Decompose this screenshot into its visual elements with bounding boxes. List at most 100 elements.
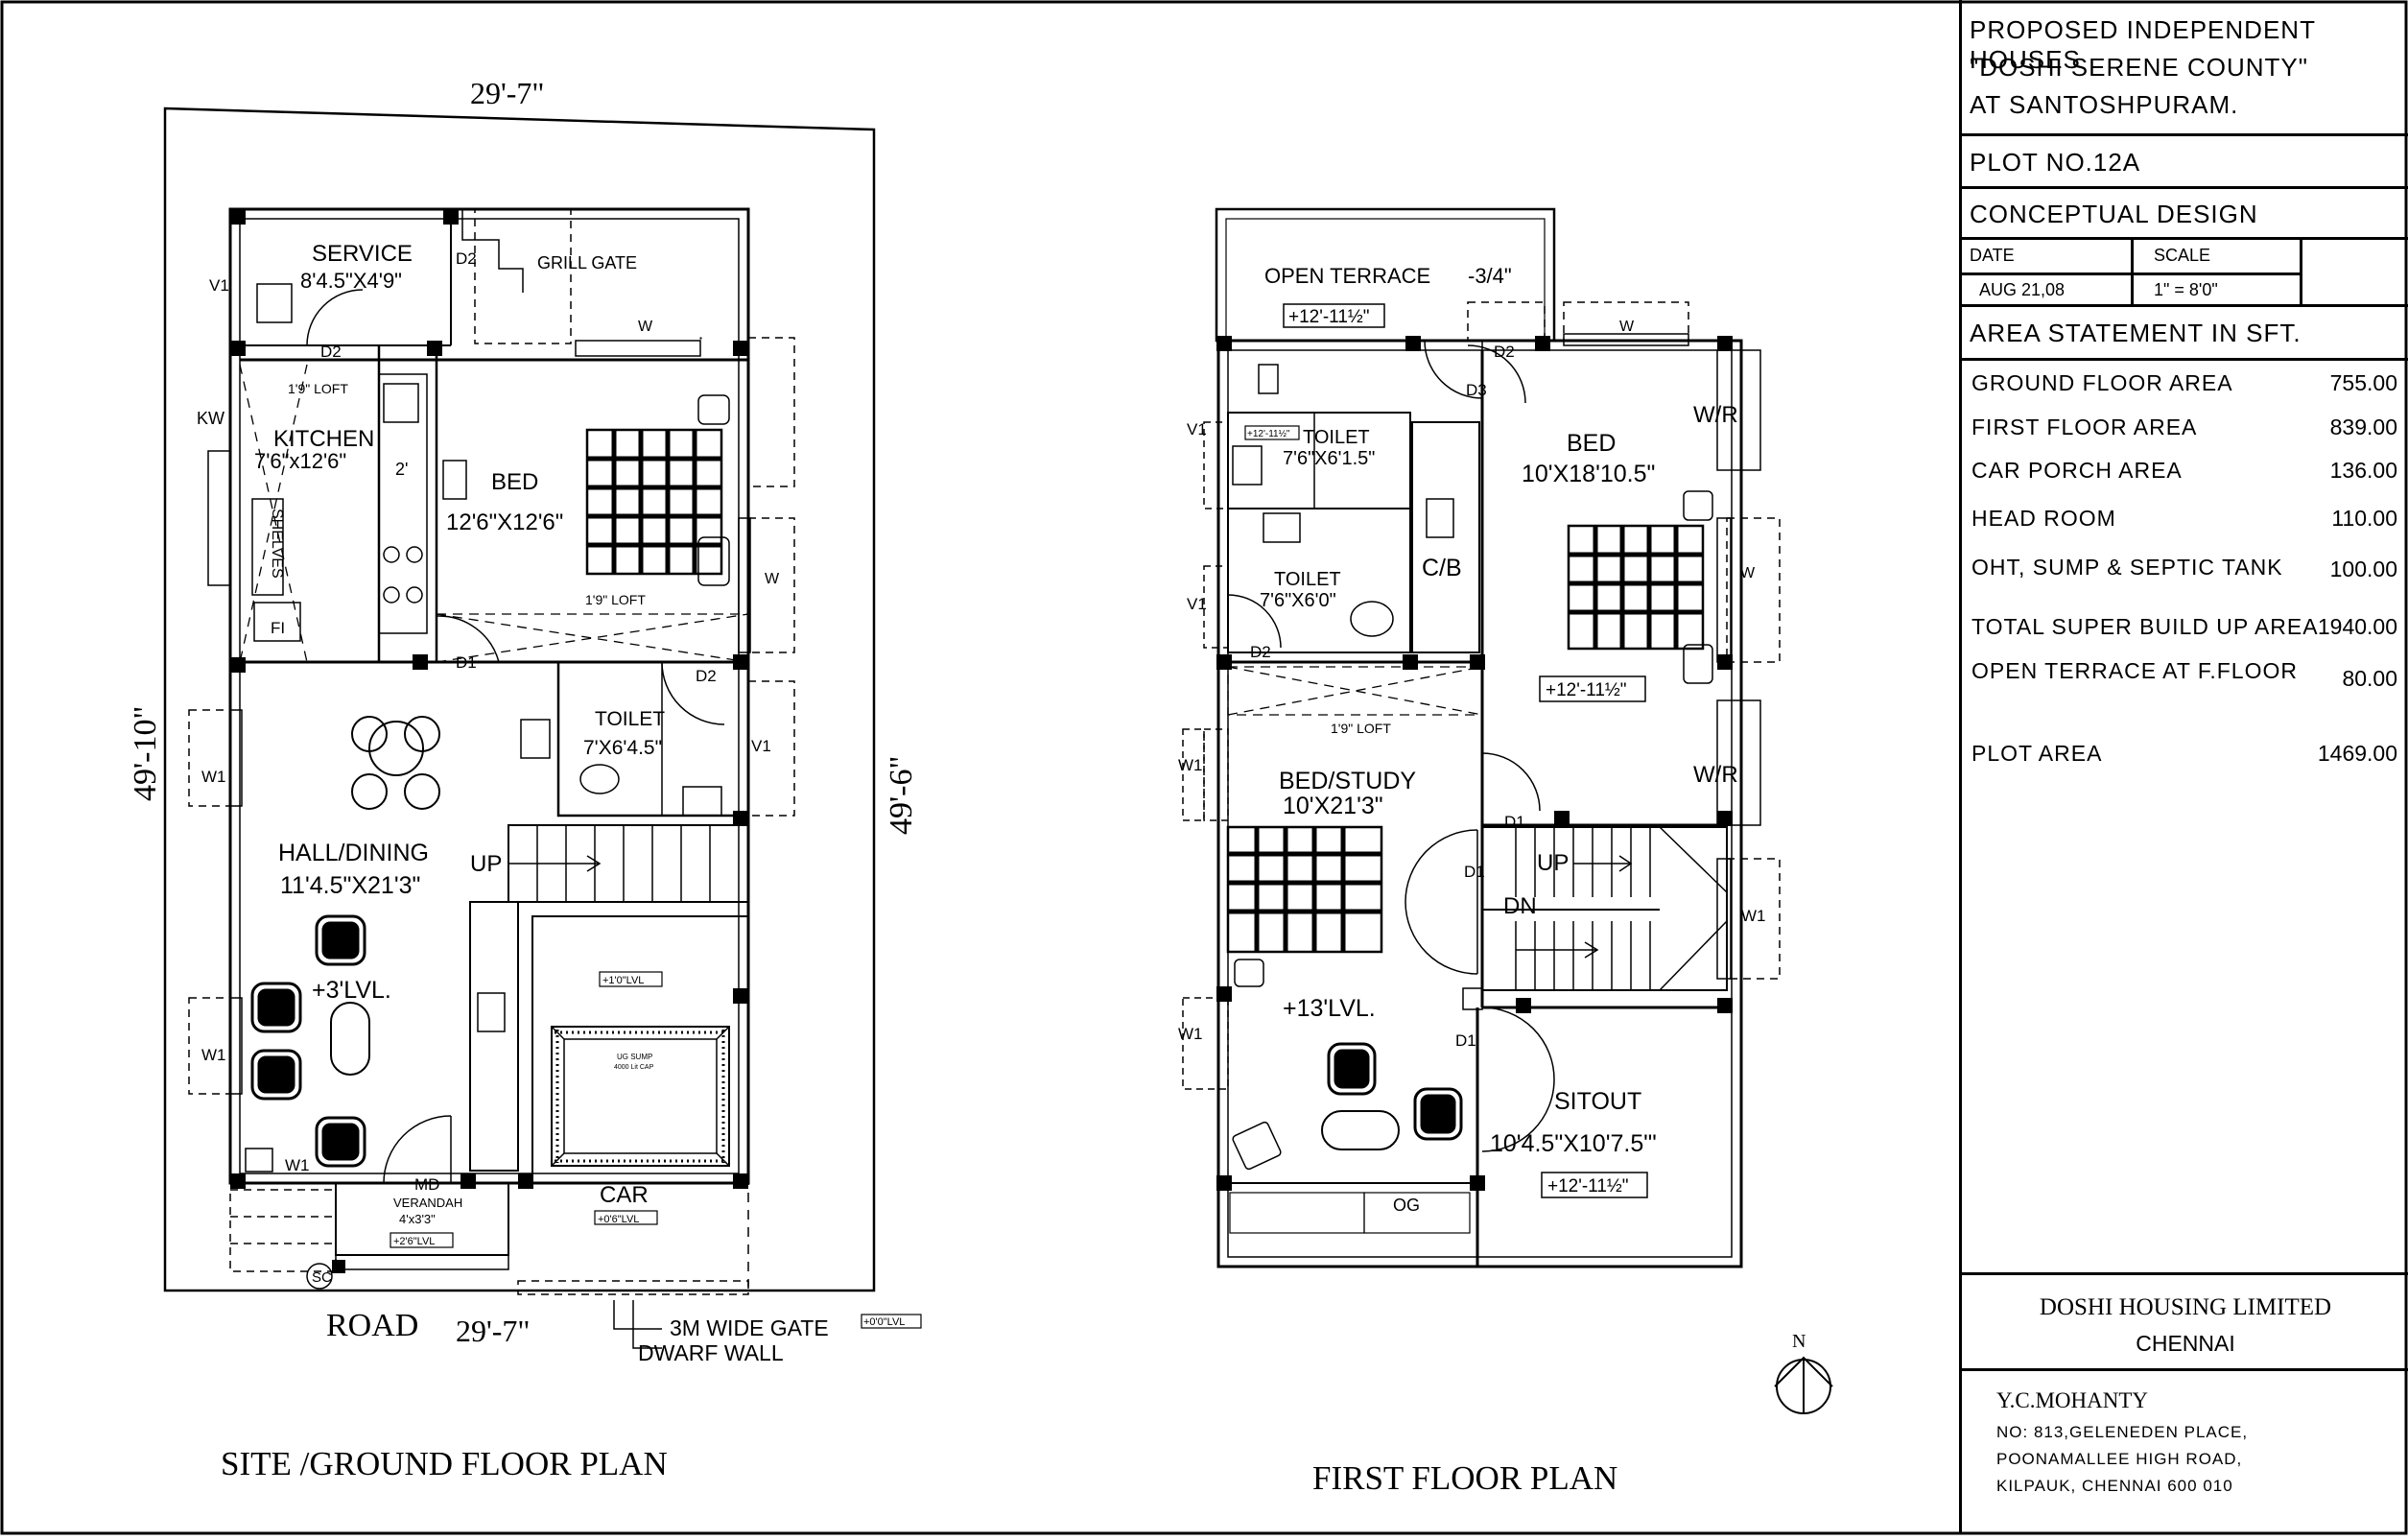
toilet-label: TOILET xyxy=(595,708,665,730)
ff-toilet2-dim: 7'6"X6'0" xyxy=(1260,590,1336,611)
gf-w1c-label: W1 xyxy=(285,1156,310,1174)
company-row: DOSHI HOUSING LIMITED CHENNAI xyxy=(1962,1275,2408,1371)
ff-up-label: UP xyxy=(1537,850,1569,876)
ff-level: +13'LVL. xyxy=(1283,995,1376,1022)
area-label-4: HEAD ROOM xyxy=(1971,506,2116,531)
gf-w1b-label: W1 xyxy=(201,1046,226,1064)
scale-value: 1" = 8'0" xyxy=(2154,280,2218,299)
project-line-2: "DOSHI SERENE COUNTY" xyxy=(1970,53,2308,82)
gf-w-label: W xyxy=(638,319,653,335)
kitchen-label: KITCHEN xyxy=(273,426,374,452)
north-arrow-icon xyxy=(1774,1356,1833,1414)
design-label: CONCEPTUAL DESIGN xyxy=(1970,200,2258,228)
plot-boundary xyxy=(163,107,876,1292)
scale-label: SCALE xyxy=(2154,246,2211,265)
gf-w-right-label: W xyxy=(765,571,780,587)
plot-number: PLOT NO.12A xyxy=(1970,148,2141,177)
car-label: CAR xyxy=(600,1182,649,1208)
bed-dim: 12'6"X12'6" xyxy=(446,509,563,535)
gate-label: 3M WIDE GATE xyxy=(670,1315,829,1340)
ff-w-top-label: W xyxy=(1619,319,1635,335)
wr2-label: W/R xyxy=(1693,762,1738,788)
og-label: OG xyxy=(1393,1196,1420,1215)
area-label-8: PLOT AREA xyxy=(1971,741,2103,766)
study-dim: 10'X21'3" xyxy=(1283,793,1383,819)
ff-v1a-label: V1 xyxy=(1187,420,1207,438)
car-level: +0'6"LVL xyxy=(598,1214,639,1225)
ff-d2a-label: D2 xyxy=(1250,643,1271,661)
loft-dim: 2' xyxy=(395,460,408,479)
gf-d1-label: D1 xyxy=(456,653,477,672)
gf-v1b-label: V1 xyxy=(751,737,771,755)
ff-v1b-label: V1 xyxy=(1187,595,1207,613)
area-heading: AREA STATEMENT IN SFT. xyxy=(1970,319,2302,347)
md-label: MD xyxy=(414,1175,439,1194)
verandah-dim: 4'x3'3" xyxy=(399,1212,436,1226)
gf-v1-label: V1 xyxy=(209,276,229,295)
plot-width-bottom: 29'-7" xyxy=(456,1314,530,1348)
first-floor-labels: OPEN TERRACE -3/4" +12'-11½" TOILET 7'6"… xyxy=(1178,264,1766,1497)
area-value-4: 110.00 xyxy=(2331,506,2397,531)
ff-w1b-label: W1 xyxy=(1178,1025,1203,1043)
area-value-5: 100.00 xyxy=(2329,557,2397,581)
ff-d1a-label: D1 xyxy=(1504,813,1525,831)
ff-bed-label: BED xyxy=(1567,430,1616,457)
loft-label-2: 1'9" LOFT xyxy=(585,592,646,607)
area-value-1: 755.00 xyxy=(2329,370,2397,395)
area-value-8: 1469.00 xyxy=(2317,741,2397,766)
area-label-2: FIRST FLOOR AREA xyxy=(1971,415,2198,439)
ground-floor-plan xyxy=(163,107,876,1349)
gf-level: +3'LVL. xyxy=(312,977,391,1004)
terrace-slope: -3/4" xyxy=(1468,264,1512,288)
area-value-2: 839.00 xyxy=(2329,415,2397,439)
area-statement: GROUND FLOOR AREA 755.00 FIRST FLOOR ARE… xyxy=(1962,361,2408,1275)
gf-d2b-label: D2 xyxy=(456,249,477,268)
north-label: N xyxy=(1792,1331,1806,1352)
sump-label: UG SUMP xyxy=(617,1053,652,1061)
grill-gate-label: GRILL GATE xyxy=(537,253,637,272)
area-value-6: 1940.00 xyxy=(2317,614,2397,639)
project-line-1: PROPOSED INDEPENDENT HOUSES xyxy=(1970,15,2316,74)
project-title-block: PROPOSED INDEPENDENT HOUSES "DOSHI SEREN… xyxy=(1962,0,2408,136)
company-name: DOSHI HOUSING LIMITED xyxy=(2039,1294,2332,1320)
ff-toilet2-label: TOILET xyxy=(1274,569,1341,590)
kw-label: KW xyxy=(197,409,224,428)
ff-bed-dim: 10'X18'10.5" xyxy=(1522,461,1655,487)
ff-d3-label: D3 xyxy=(1466,381,1487,399)
hall-dim: 11'4.5"X21'3" xyxy=(280,872,420,899)
gf-d2-label: D2 xyxy=(320,343,342,361)
gf-up-label: UP xyxy=(470,851,502,877)
area-label-3: CAR PORCH AREA xyxy=(1971,458,2183,483)
area-heading-row: AREA STATEMENT IN SFT. xyxy=(1962,307,2408,361)
sump-level: +1'0"LVL xyxy=(602,975,644,986)
address-line-3: KILPAUK, CHENNAI 600 010 xyxy=(1996,1477,2233,1495)
address-line-1: NO: 813,GELENEDEN PLACE, xyxy=(1996,1423,2249,1441)
area-label-1: GROUND FLOOR AREA xyxy=(1971,370,2233,395)
date-scale-row: DATE SCALE AUG 21,08 1" = 8'0" xyxy=(1962,240,2408,307)
area-label-7: OPEN TERRACE AT F.FLOOR xyxy=(1971,658,2298,683)
ff-dn-label: DN xyxy=(1503,893,1537,919)
ground-floor-caption: SITE /GROUND FLOOR PLAN xyxy=(221,1445,668,1482)
cb-label: C/B xyxy=(1422,555,1462,581)
verandah-level: +2'6"LVL xyxy=(393,1236,435,1247)
first-floor-caption: FIRST FLOOR PLAN xyxy=(1312,1459,1617,1497)
plot-row: PLOT NO.12A xyxy=(1962,136,2408,189)
date-value: AUG 21,08 xyxy=(1979,280,2066,299)
area-value-3: 136.00 xyxy=(2329,458,2397,483)
verandah-label: VERANDAH xyxy=(393,1196,462,1210)
plot-left-depth: 49'-10" xyxy=(128,706,163,801)
road-label: ROAD xyxy=(326,1308,418,1343)
ff-d1c-label: D1 xyxy=(1455,1031,1476,1050)
service-label: SERVICE xyxy=(312,241,413,267)
area-label-6: TOTAL SUPER BUILD UP AREA xyxy=(1971,614,2319,639)
ff-toilet1-dim: 7'6"X6'1.5" xyxy=(1283,448,1375,469)
gate-level: +0'0"LVL xyxy=(863,1316,905,1328)
architect-block: Y.C.MOHANTY NO: 813,GELENEDEN PLACE, POO… xyxy=(1962,1371,2408,1533)
plot-width-top: 29'-7" xyxy=(470,76,544,110)
area-label-5: OHT, SUMP & SEPTIC TANK xyxy=(1971,555,2283,580)
area-value-7: 80.00 xyxy=(2342,666,2397,691)
sitout-label: SITOUT xyxy=(1554,1088,1641,1115)
